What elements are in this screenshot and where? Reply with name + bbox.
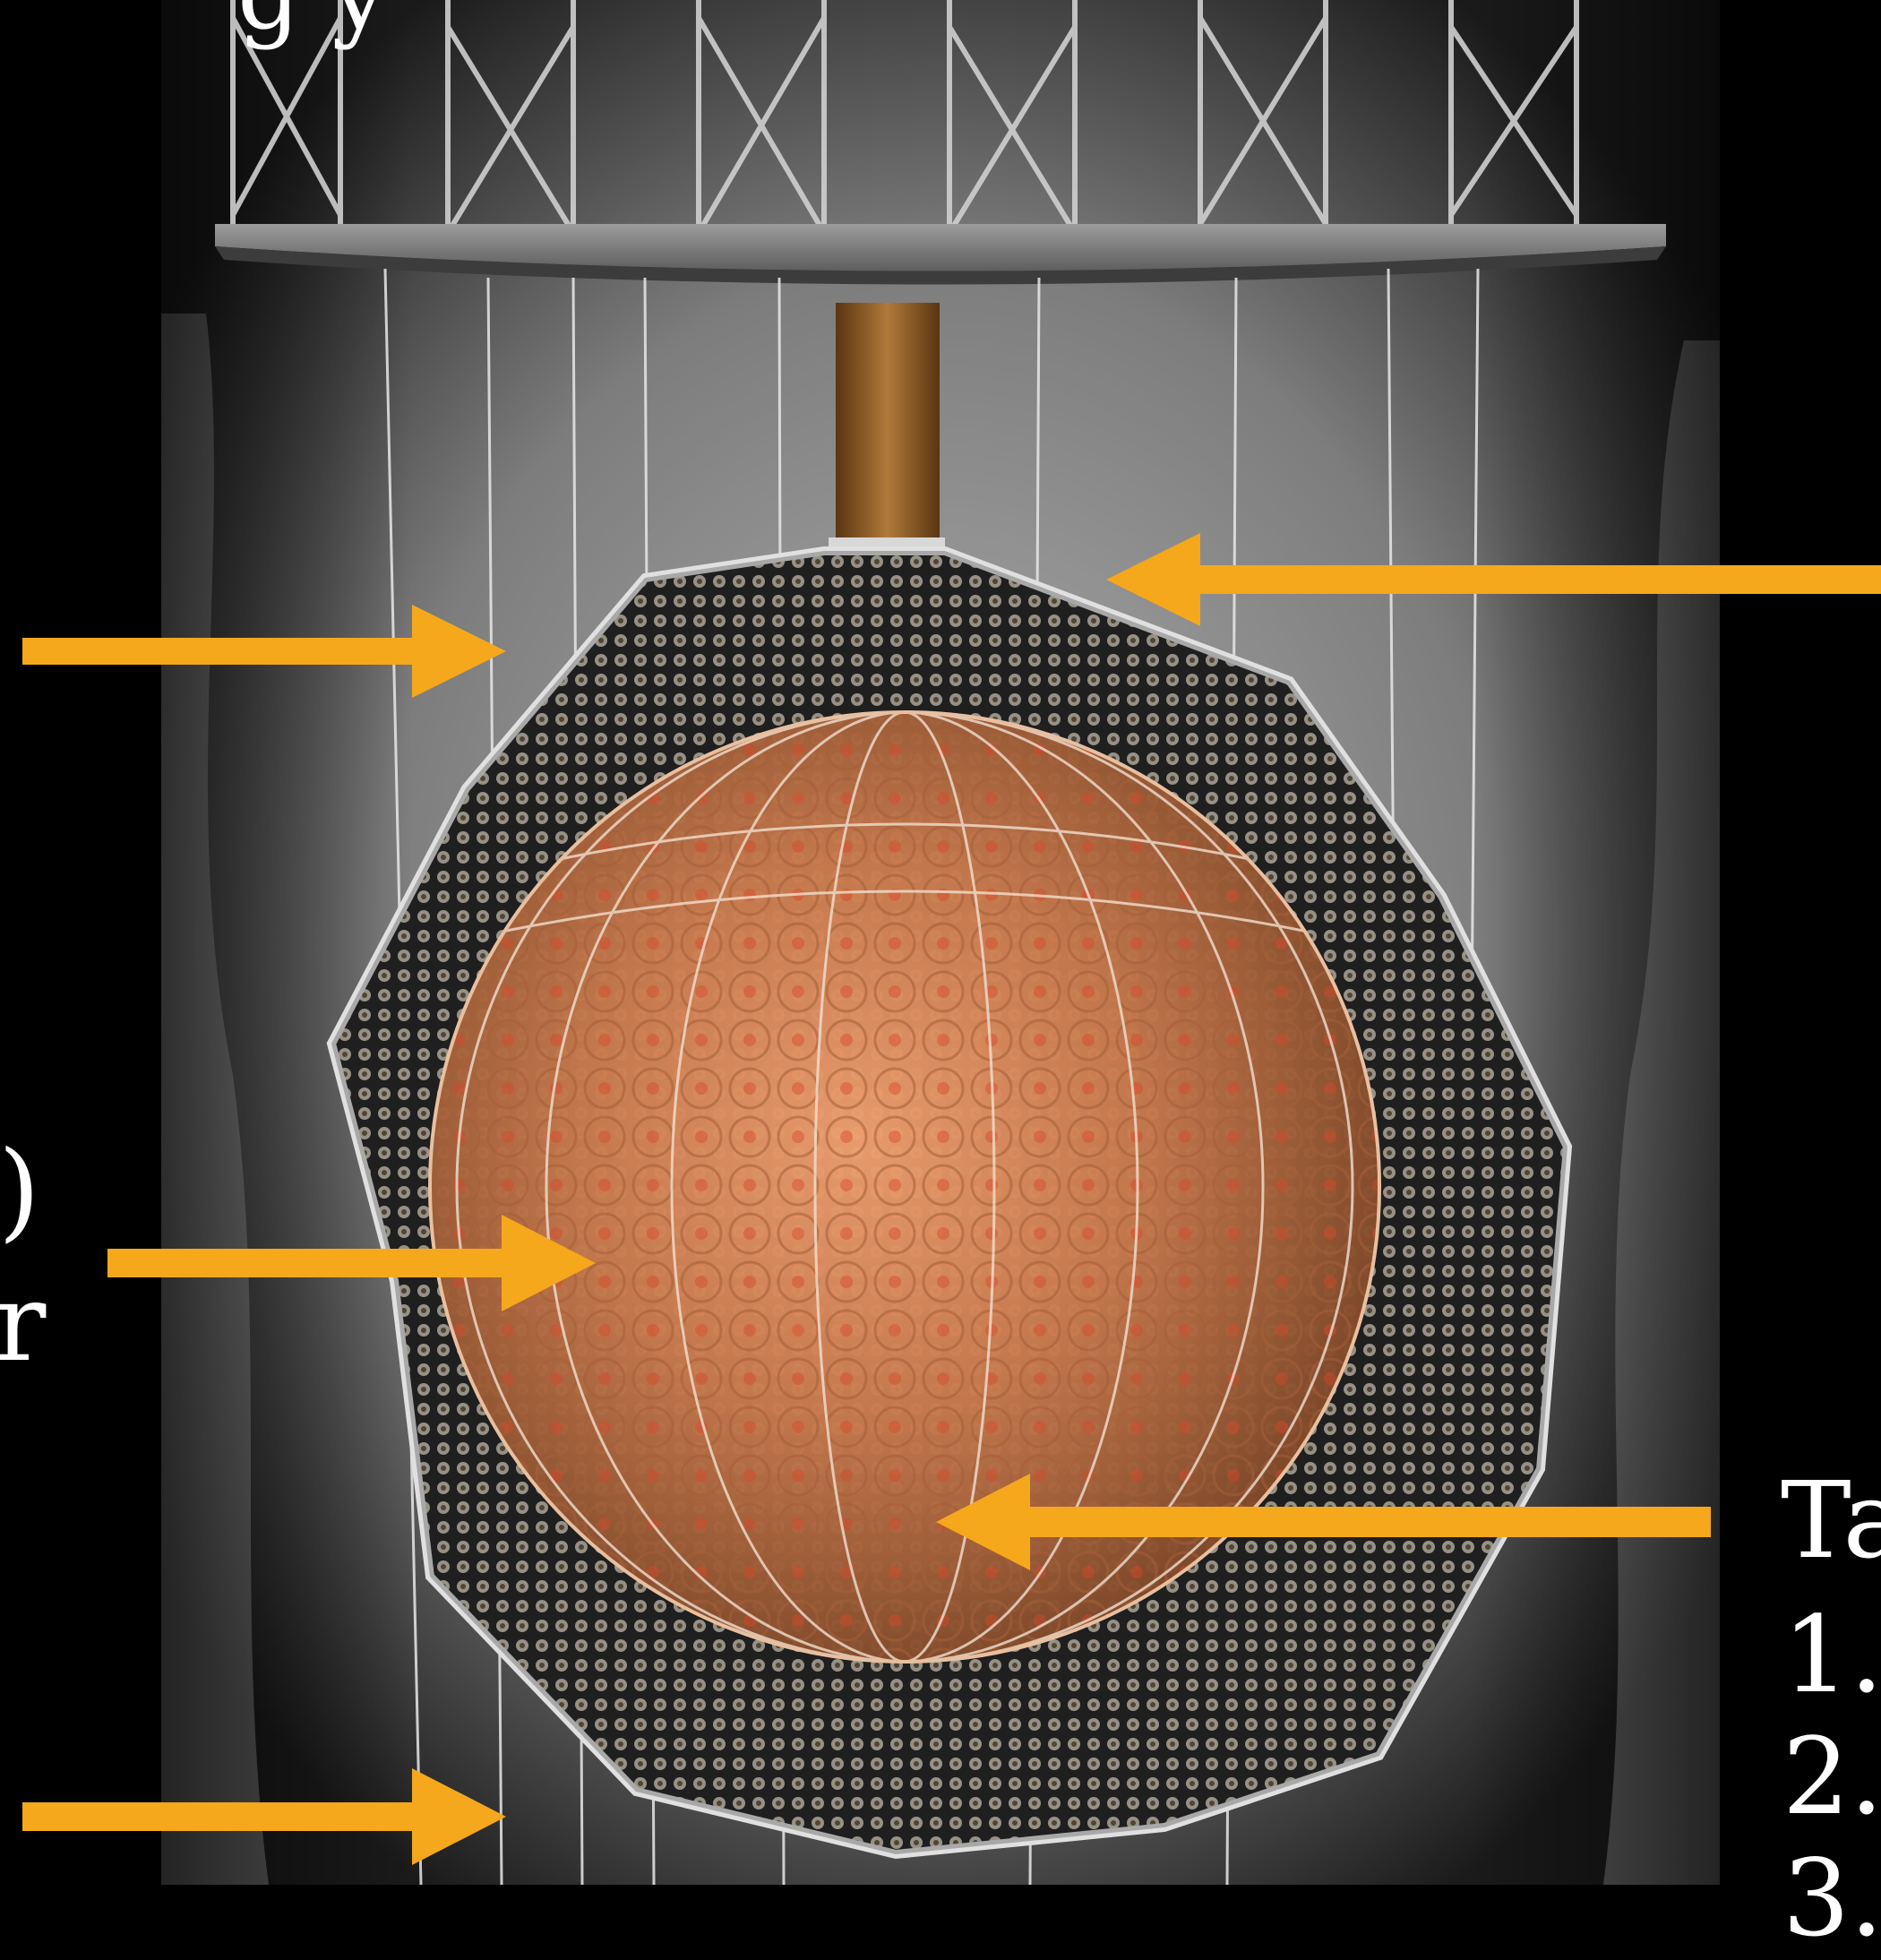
list-item-2: 2. [1782,1724,1881,1829]
list-item-1: 1. [1782,1602,1881,1707]
list-item-3: 3. [1782,1845,1881,1951]
left-r-fragment: r [0,1270,46,1378]
detector-illustration [0,0,1881,1885]
chimney [836,303,940,545]
left-paren-fragment: ) [0,1138,40,1245]
top-text-fragment: g y [237,0,388,43]
right-heading-fragment: Ta [1781,1467,1881,1573]
